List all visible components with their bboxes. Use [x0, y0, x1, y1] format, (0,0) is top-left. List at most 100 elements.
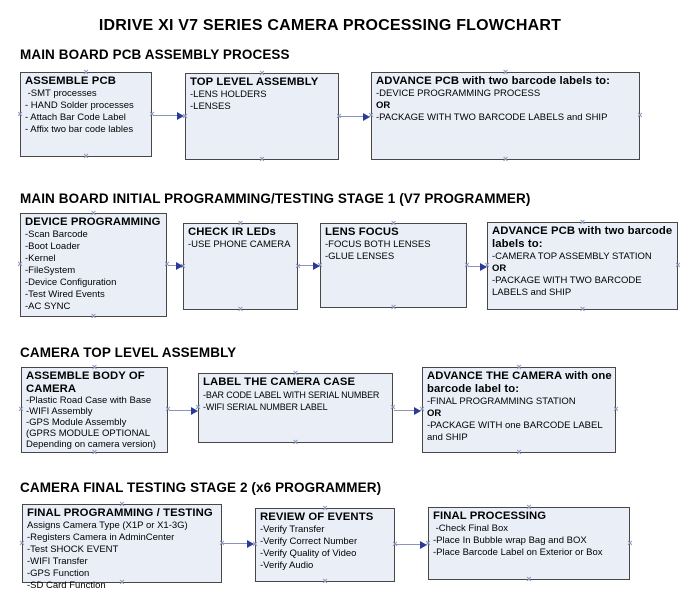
- box-item: -Check Final Box: [433, 523, 508, 534]
- connection-point-icon: ×: [17, 259, 23, 269]
- box-advance-pcb-stage1: ADVANCE PCB with two barcode labels to: …: [484, 218, 680, 314]
- box-lens-focus: LENS FOCUS -FOCUS BOTH LENSES -GLUE LENS…: [317, 219, 469, 312]
- box-item: -LENSES: [190, 101, 231, 112]
- arrow-line: [223, 543, 250, 545]
- flow-arrow: [223, 539, 254, 548]
- connection-point-icon: ×: [19, 537, 25, 548]
- box-final-programming-testing: FINAL PROGRAMMING / TESTING Assigns Came…: [19, 500, 224, 592]
- connection-point-icon: ×: [637, 110, 643, 120]
- box-review-of-events: REVIEW OF EVENTS -Verify Transfer -Verif…: [252, 504, 397, 586]
- arrowhead-icon: [191, 406, 198, 415]
- box-header: REVIEW OF EVENTS: [260, 511, 374, 523]
- connection-point-icon: ×: [18, 404, 24, 414]
- box-header: DEVICE PROGRAMMING: [25, 216, 161, 228]
- box-item-or: OR: [376, 100, 391, 111]
- box-item: -SMT processes: [25, 88, 97, 99]
- flow-arrow: [168, 261, 183, 270]
- box-item: -Registers Camera in AdminCenter: [27, 532, 175, 543]
- box-item: -FOCUS BOTH LENSES: [325, 239, 431, 250]
- box-item: -WIFI Transfer: [27, 556, 88, 567]
- arrowhead-icon: [313, 261, 320, 270]
- arrow-line: [468, 266, 483, 268]
- box-item: -Test Wired Events: [25, 289, 105, 300]
- box-item: -FileSystem: [25, 265, 76, 276]
- box-header: FINAL PROGRAMMING / TESTING: [27, 507, 213, 519]
- box-item-or: OR: [427, 408, 442, 419]
- connection-point-icon: ×: [613, 404, 619, 414]
- box-header: LENS FOCUS: [325, 226, 399, 238]
- section-heading-top-level-assembly: CAMERA TOP LEVEL ASSEMBLY: [20, 345, 237, 360]
- box-header: CHECK IR LEDs: [188, 226, 276, 238]
- connection-point-icon: ×: [627, 537, 633, 548]
- box-item: -USE PHONE CAMERA: [188, 239, 291, 250]
- box-item: -Verify Transfer: [260, 524, 325, 535]
- box-item: -Boot Loader: [25, 241, 80, 252]
- arrow-line: [169, 410, 194, 412]
- section-heading-initial-programming: MAIN BOARD INITIAL PROGRAMMING/TESTING S…: [20, 191, 531, 206]
- box-item: -SD Card Function: [27, 580, 106, 591]
- box-item: Depending on camera version): [26, 439, 156, 450]
- box-advance-camera: ADVANCE THE CAMERA with one barcode labe…: [419, 363, 618, 457]
- connection-point-icon: ×: [91, 447, 98, 457]
- flow-arrow: [340, 112, 370, 121]
- box-assemble-body: ASSEMBLE BODY OF CAMERA -Plastic Road Ca…: [18, 363, 170, 457]
- flow-arrow: [468, 262, 487, 271]
- box-item: -Test SHOCK EVENT: [27, 544, 119, 555]
- box-item: - Affix two bar code lables: [25, 124, 134, 135]
- flow-arrow: [396, 540, 427, 549]
- box-item: -BAR CODE LABEL WITH SERIAL NUMBER: [203, 390, 380, 400]
- box-header: ASSEMBLE PCB: [25, 75, 116, 87]
- box-item: -FINAL PROGRAMMING STATION: [427, 396, 576, 407]
- box-assemble-pcb: ASSEMBLE PCB -SMT processes - HAND Solde…: [17, 68, 154, 161]
- box-item: -AC SYNC: [25, 301, 71, 312]
- box-item: -DEVICE PROGRAMMING PROCESS: [376, 88, 541, 99]
- arrowhead-icon: [420, 540, 427, 549]
- box-item: -PACKAGE WITH TWO BARCODE LABELS and SHI…: [376, 112, 608, 123]
- connection-point-icon: ×: [579, 304, 586, 314]
- box-item: -GLUE LENSES: [325, 251, 395, 262]
- box-item: -Scan Barcode: [25, 229, 88, 240]
- connection-point-icon: ×: [259, 154, 265, 164]
- box-item: - Attach Bar Code Label: [25, 112, 126, 123]
- arrowhead-icon: [414, 406, 421, 415]
- box-item: -Verify Correct Number: [260, 536, 358, 547]
- connection-point-icon: ×: [502, 154, 509, 164]
- arrow-line: [394, 410, 417, 412]
- page-title: IDRIVE XI V7 SERIES CAMERA PROCESSING FL…: [98, 17, 562, 34]
- connection-point-icon: ×: [90, 311, 97, 321]
- arrow-line: [168, 265, 179, 267]
- box-item: -CAMERA TOP ASSEMBLY STATION: [492, 251, 652, 262]
- flow-arrow: [153, 111, 184, 120]
- box-item: -GPS Module Assembly: [26, 417, 127, 428]
- box-top-level-assembly: TOP LEVEL ASSEMBLY -LENS HOLDERS -LENSES…: [182, 69, 341, 164]
- box-header: TOP LEVEL ASSEMBLY: [190, 76, 319, 88]
- box-item: - HAND Solder processes: [25, 100, 134, 111]
- connection-point-icon: ×: [17, 108, 23, 119]
- connection-point-icon: ×: [292, 437, 299, 447]
- box-final-processing: FINAL PROCESSING -Check Final Box -Place…: [425, 503, 632, 584]
- box-header: FINAL PROCESSING: [433, 510, 547, 522]
- connection-point-icon: ×: [526, 574, 532, 584]
- box-item: -LENS HOLDERS: [190, 89, 267, 100]
- box-item: -Plastic Road Case with Base: [26, 395, 152, 406]
- connection-point-icon: ×: [516, 447, 522, 457]
- arrow-line: [340, 116, 366, 118]
- arrow-line: [153, 115, 180, 117]
- arrow-line: [299, 265, 316, 267]
- box-item: (GPRS MODULE OPTIONAL: [26, 428, 151, 439]
- box-item: -PACKAGE WITH one BARCODE LABEL and SHIP: [427, 420, 605, 443]
- flow-arrow: [169, 406, 198, 415]
- arrowhead-icon: [176, 261, 183, 270]
- box-item: -GPS Function: [27, 568, 90, 579]
- box-item: -Place In Bubble wrap Bag and BOX: [433, 535, 587, 546]
- box-item: -PACKAGE WITH TWO BARCODE LABELS and SHI…: [492, 275, 645, 298]
- box-item-or: OR: [492, 263, 507, 274]
- section-heading-final-testing: CAMERA FINAL TESTING STAGE 2 (x6 PROGRAM…: [20, 480, 382, 495]
- box-item: Assigns Camera Type (X1P or X1-3G): [27, 520, 188, 531]
- arrowhead-icon: [177, 111, 184, 120]
- box-item: -Verify Quality of Video: [260, 548, 357, 559]
- box-item: -Verify Audio: [260, 560, 314, 571]
- section-heading-pcb-assembly: MAIN BOARD PCB ASSEMBLY PROCESS: [20, 47, 290, 62]
- connection-point-icon: ×: [390, 302, 397, 312]
- box-header: ASSEMBLE BODY OF CAMERA: [26, 370, 145, 395]
